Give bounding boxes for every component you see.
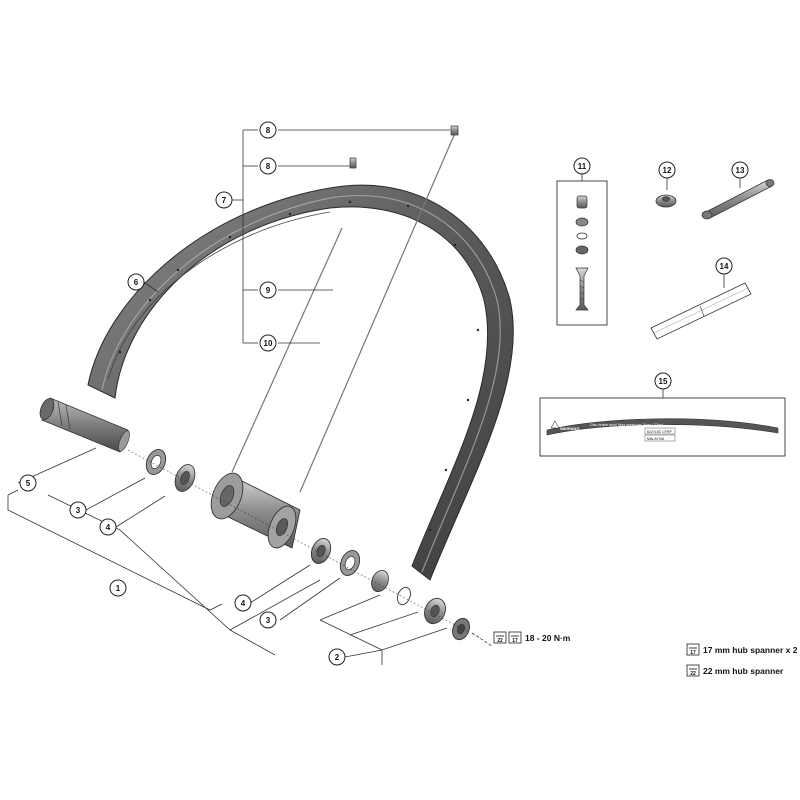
callout-9: 9	[259, 281, 277, 299]
svg-text:8: 8	[266, 126, 271, 135]
valve-nut	[575, 217, 589, 227]
wrench-icon-22: 22	[493, 631, 507, 644]
o-ring	[397, 586, 411, 606]
tool-legend: 17 17 mm hub spanner x 2 22 22 mm hub sp…	[686, 643, 798, 677]
rim-label-line2: 622×15C CFRP	[647, 430, 672, 434]
wrench-icon-17-legend: 17	[686, 643, 700, 656]
callout-3-left: 3	[69, 501, 87, 519]
lock-nut-right	[339, 550, 361, 576]
svg-text:7: 7	[222, 196, 227, 205]
valve-washer	[576, 232, 588, 240]
svg-text:10: 10	[264, 339, 273, 348]
callout-8-top: 8	[259, 121, 277, 139]
spoke-right	[299, 132, 456, 493]
spokes	[231, 132, 456, 493]
rim-spoke-holes	[118, 200, 480, 532]
callout-3-right: 3	[259, 611, 277, 629]
svg-text:22: 22	[690, 671, 696, 677]
lock-nut-left	[145, 449, 167, 475]
axle	[39, 397, 130, 453]
svg-text:13: 13	[736, 166, 745, 175]
spoke-left	[231, 227, 343, 473]
svg-text:3: 3	[76, 506, 81, 515]
svg-text:2: 2	[335, 653, 340, 662]
nipple-top	[450, 125, 459, 136]
wrench-icon-22-legend: 22	[686, 664, 700, 677]
rim-label-line3: MALAYSIA	[647, 437, 665, 441]
end-cap-a	[424, 597, 446, 625]
svg-text:6: 6	[134, 278, 139, 287]
svg-text:1: 1	[116, 584, 121, 593]
valve-cap	[576, 195, 588, 209]
svg-text:15: 15	[659, 377, 668, 386]
legend-item-17: 17 17 mm hub spanner x 2	[686, 643, 798, 656]
svg-text:4: 4	[241, 599, 246, 608]
cone-left	[174, 464, 196, 492]
svg-text:3: 3	[266, 616, 271, 625]
svg-text:9: 9	[266, 286, 271, 295]
callout-4-left: 4	[99, 518, 117, 536]
svg-text:22: 22	[497, 638, 503, 644]
hub-body	[210, 472, 301, 549]
warning-icon	[550, 420, 560, 429]
callout-6: 6	[127, 273, 145, 291]
legend-label-22: 22 mm hub spanner	[703, 666, 784, 676]
part-12-plug: 12	[655, 161, 677, 208]
callout-7: 7	[215, 191, 233, 209]
part-14-rim-tape: 14	[650, 257, 752, 340]
callout-4-right: 4	[234, 594, 252, 612]
valve-stem	[575, 267, 589, 311]
legend-item-22: 22 22 mm hub spanner	[686, 664, 784, 677]
callout-2: 2	[328, 648, 346, 666]
rim	[87, 184, 514, 581]
callout-10: 10	[259, 334, 277, 352]
rim-label-line1: Disc brake only! Max pressure: 5bar / 72…	[590, 423, 663, 427]
wrench-icon-17: 17	[508, 631, 522, 644]
torque-spec: 22 17 18 - 20 N·m	[493, 631, 571, 644]
end-cap-b	[452, 617, 470, 641]
svg-text:17: 17	[690, 650, 696, 656]
svg-text:5: 5	[26, 479, 31, 488]
valve-grommet	[575, 245, 589, 255]
svg-text:17: 17	[512, 638, 518, 644]
legend-label-17: 17 mm hub spanner x 2	[703, 645, 798, 655]
part-13-tool: 13	[701, 161, 775, 220]
cone-right	[310, 538, 332, 564]
callout-8-mid: 8	[259, 157, 277, 175]
spacer-right	[371, 569, 389, 593]
svg-text:12: 12	[663, 166, 672, 175]
svg-text:8: 8	[266, 162, 271, 171]
callout-5: 5	[19, 474, 37, 492]
rim-label-warning: WARNING	[560, 426, 579, 431]
part-15-rim-label: 15 WARNING Disc brake only! Max pressure…	[539, 372, 786, 457]
svg-text:4: 4	[106, 523, 111, 532]
valve-box: 11	[556, 157, 608, 326]
torque-value: 18 - 20 N·m	[525, 633, 571, 643]
svg-text:11: 11	[578, 162, 587, 171]
nipple-mid	[349, 157, 357, 169]
callout-1: 1	[109, 579, 127, 597]
svg-text:14: 14	[720, 262, 729, 271]
